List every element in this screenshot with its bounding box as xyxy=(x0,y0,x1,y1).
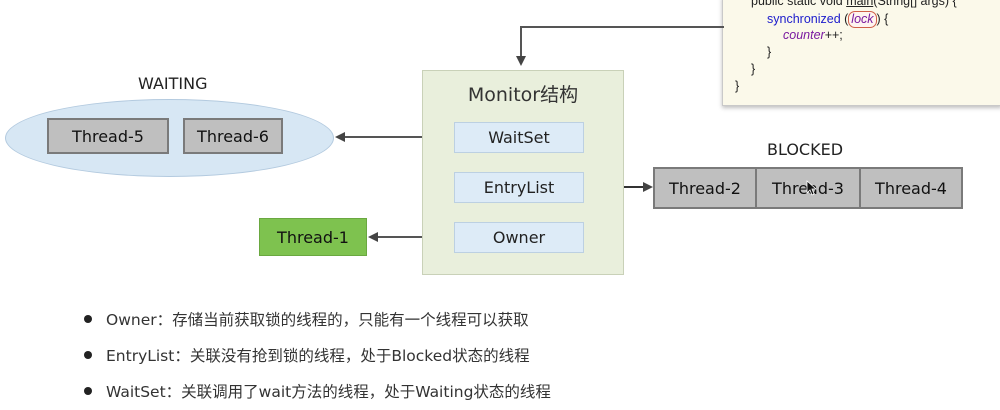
lock-highlight: lock xyxy=(848,11,877,28)
blocked-thread-2: Thread-2 xyxy=(655,169,757,207)
code-line-1: public static void main(String[] args) { xyxy=(751,0,957,8)
bullet-dot-icon xyxy=(84,386,92,395)
bullet-dot-icon xyxy=(84,314,92,323)
owner-thread-1: Thread-1 xyxy=(259,218,367,256)
code-line-2: synchronized (lock) { xyxy=(767,11,889,28)
waiting-label: WAITING xyxy=(138,74,208,93)
monitor-title: Monitor结构 xyxy=(467,84,579,106)
waitset-slot: WaitSet xyxy=(454,122,584,153)
entrylist-slot: EntryList xyxy=(454,172,584,203)
code-line-4: } xyxy=(767,45,772,59)
code-line-3: counter++; xyxy=(783,28,843,42)
code-to-monitor-arrow xyxy=(516,26,724,66)
waiting-thread-5: Thread-5 xyxy=(47,118,169,154)
bullet-entrylist: EntryList：关联没有抢到锁的线程，处于Blocked状态的线程 xyxy=(84,338,551,374)
monitor-box: Monitor结构 WaitSet EntryList Owner xyxy=(422,70,624,275)
owner-slot: Owner xyxy=(454,222,584,253)
waiting-thread-6: Thread-6 xyxy=(183,118,283,154)
code-line-5: } xyxy=(751,62,756,76)
bullet-owner: Owner：存储当前获取锁的线程的，只能有一个线程可以获取 xyxy=(84,302,551,338)
code-panel: public static void main(String[] args) {… xyxy=(722,0,1000,106)
mouse-cursor-icon xyxy=(806,180,818,196)
blocked-label: BLOCKED xyxy=(767,140,844,159)
code-line-6: } xyxy=(735,79,740,93)
bullet-list: Owner：存储当前获取锁的线程的，只能有一个线程可以获取 EntryList：… xyxy=(84,302,551,410)
bullet-waitset: WaitSet：关联调用了wait方法的线程，处于Waiting状态的线程 xyxy=(84,374,551,410)
blocked-thread-4: Thread-4 xyxy=(875,178,947,198)
bullet-dot-icon xyxy=(84,350,92,359)
